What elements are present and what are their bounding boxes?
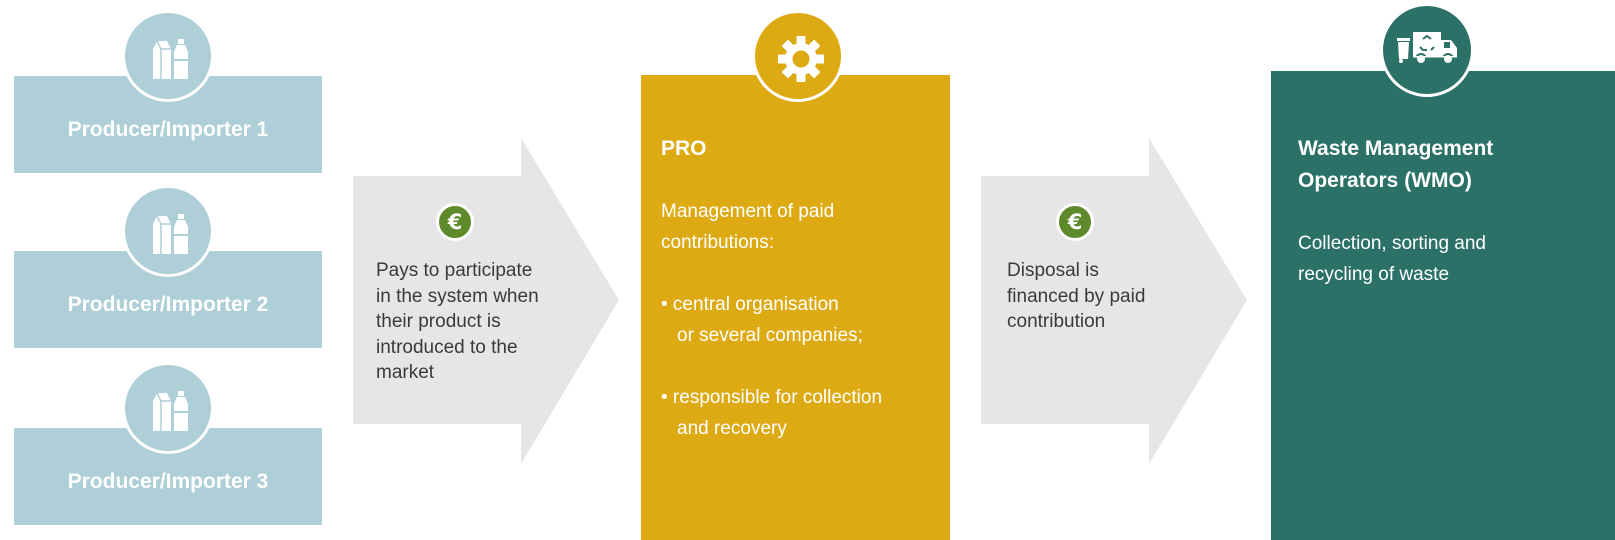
arrow-1-line: their product is bbox=[376, 311, 501, 332]
arrow-2-line: Disposal is bbox=[1007, 260, 1099, 281]
packaging-icon bbox=[122, 362, 214, 454]
wmo-title: Waste Management Operators (WMO) bbox=[1298, 133, 1493, 197]
packaging-icon bbox=[122, 185, 214, 277]
producer-box-3: Producer/Importer 3 bbox=[14, 428, 322, 525]
wmo-text-line: Collection, sorting and bbox=[1298, 233, 1486, 254]
producer-label-1: Producer/Importer 1 bbox=[67, 118, 269, 141]
pro-intro: Management of paid contributions: bbox=[661, 196, 834, 258]
arrow-1-line: market bbox=[376, 362, 435, 383]
producer-label-2: Producer/Importer 2 bbox=[67, 293, 269, 316]
wmo-text-line: recycling of waste bbox=[1298, 264, 1450, 285]
arrow-1-line: Pays to participate bbox=[376, 260, 533, 281]
wmo-text: Collection, sorting and recycling of was… bbox=[1298, 228, 1486, 290]
pro-bullet-2: • responsible for collection and recover… bbox=[661, 382, 882, 444]
wmo-title-line: Waste Management bbox=[1298, 137, 1494, 160]
pro-bullet-line: • responsible for collection bbox=[661, 387, 883, 408]
pro-bullet-line: or several companies; bbox=[677, 325, 863, 346]
garbage-truck-icon bbox=[1380, 3, 1474, 97]
flow-arrow-2 bbox=[981, 138, 1247, 464]
pro-bullet-line: and recovery bbox=[677, 418, 787, 439]
pro-title: PRO bbox=[661, 137, 707, 160]
arrow-1-line: in the system when bbox=[376, 285, 539, 307]
arrow-1-text: Pays to participate in the system when t… bbox=[376, 258, 539, 386]
pro-intro-line: contributions: bbox=[661, 232, 775, 253]
euro-icon: € bbox=[436, 203, 474, 241]
producer-label-3: Producer/Importer 3 bbox=[67, 470, 269, 493]
wmo-box: Waste Management Operators (WMO) Collect… bbox=[1271, 71, 1615, 540]
pro-box: PRO Management of paid contributions: • … bbox=[641, 75, 950, 540]
flow-arrow-1 bbox=[353, 138, 619, 464]
wmo-title-line: Operators (WMO) bbox=[1298, 169, 1472, 192]
arrow-2-line: financed by paid bbox=[1007, 285, 1146, 307]
arrow-2-line: contribution bbox=[1007, 311, 1106, 332]
pro-intro-line: Management of paid bbox=[661, 201, 835, 222]
packaging-icon bbox=[122, 10, 214, 102]
pro-bullet-line: • central organisation bbox=[661, 294, 839, 315]
euro-icon: € bbox=[1056, 203, 1094, 241]
arrow-1-line: introduced to the bbox=[376, 336, 518, 358]
arrow-2-text: Disposal is financed by paid contributio… bbox=[1007, 258, 1145, 335]
pro-bullet-1: • central organisation or several compan… bbox=[661, 289, 863, 351]
gear-icon bbox=[752, 10, 844, 102]
